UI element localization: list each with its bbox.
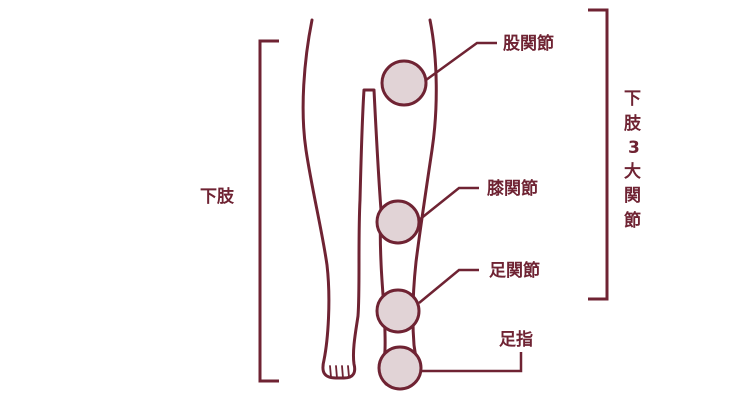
knee-joint-circle [375,199,421,245]
joint-markers [375,59,428,391]
leader-lines [418,41,523,373]
labels: 下肢 股関節 膝関節 足関節 足指 下 肢 3 大 関 節 [200,33,642,350]
vertical-char: 関 [624,186,641,206]
ankle-joint-circle [375,288,421,334]
vertical-char: 節 [623,210,641,231]
hip-joint-label: 股関節 [503,33,554,54]
toes-label: 足指 [499,329,533,350]
vertical-char: 大 [624,161,641,182]
vertical-char: 肢 [624,113,642,134]
lower-limb-bracket [258,39,279,383]
toe-circle [377,345,423,391]
three-joints-bracket [588,8,609,301]
vertical-char: 3 [628,138,640,158]
brackets [258,8,609,383]
back-toes [329,365,350,379]
three-major-joints-label: 下 肢 3 大 関 節 [623,89,642,231]
back-leg-outline [301,18,383,380]
knee-leader [418,186,479,221]
toe-leader [421,352,523,373]
hip-joint-circle [380,59,428,107]
ankle-leader [418,268,479,304]
hip-leader [425,41,497,82]
lower-limb-label: 下肢 [200,186,235,207]
knee-joint-label: 膝関節 [487,178,538,199]
ankle-joint-label: 足関節 [489,260,540,281]
vertical-char: 下 [624,89,641,109]
